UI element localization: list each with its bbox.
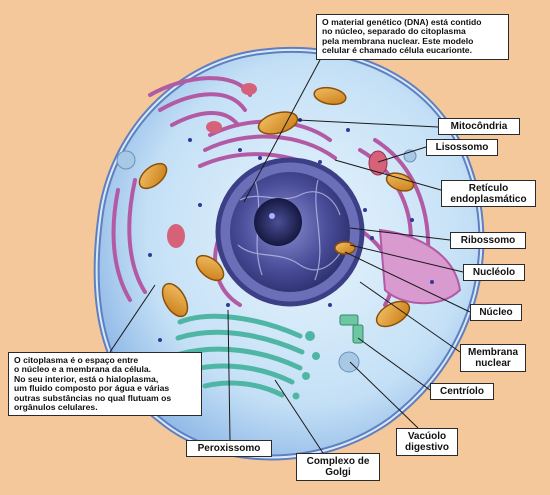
citoplasma-note: O citoplasma é o espaço entre o núcleo e… <box>8 352 202 416</box>
centrioles <box>339 314 364 344</box>
label-lisossomo: Lisossomo <box>426 139 498 156</box>
dna-note-line-4: celular é chamado célula eucarionte. <box>322 45 472 56</box>
lysosomes <box>167 83 388 248</box>
label-nucleolo: Nucléolo <box>463 264 525 281</box>
citoplasma-note-line-6: orgânulos celulares. <box>14 402 98 413</box>
label-centriolo: Centríolo <box>430 383 494 400</box>
dna-note-line-2: no núcleo, separado do citoplasma <box>322 26 466 37</box>
label-mitocondria: Mitocôndria <box>438 118 520 135</box>
dna-note-line-3: pela membrana nuclear. Este modelo <box>322 35 474 46</box>
citoplasma-note-line-2: o núcleo e a membrana da célula. <box>14 364 152 375</box>
label-membrana: Membrana nuclear <box>460 344 526 372</box>
label-golgi: Complexo de Golgi <box>296 453 380 481</box>
citoplasma-note-line-3: No seu interior, está o hialoplasma, <box>14 373 159 384</box>
label-reticulo: Retículo endoplasmático <box>441 180 536 207</box>
citoplasma-note-line-5: outras substâncias no qual flutuam os <box>14 392 172 403</box>
dna-note-line-1: O material genético (DNA) está contido <box>322 17 482 27</box>
nucleus <box>215 157 365 307</box>
citoplasma-note-line-4: um fluido composto por água e várias <box>14 383 170 394</box>
citoplasma-note-line-1: O citoplasma é o espaço entre <box>14 355 139 365</box>
vacuoles <box>116 149 417 373</box>
leader-lines <box>109 59 471 454</box>
er-cisterna <box>378 228 462 305</box>
mitochondria <box>138 86 415 328</box>
nucleolus <box>254 198 302 246</box>
dna-note: O material genético (DNA) está contido n… <box>316 14 509 60</box>
label-ribossomo: Ribossomo <box>450 232 526 249</box>
ribosomes <box>148 118 434 342</box>
label-vacuolo: Vacúolo digestivo <box>396 428 458 456</box>
label-nucleo: Núcleo <box>470 304 522 321</box>
label-peroxissomo: Peroxissomo <box>186 440 272 457</box>
